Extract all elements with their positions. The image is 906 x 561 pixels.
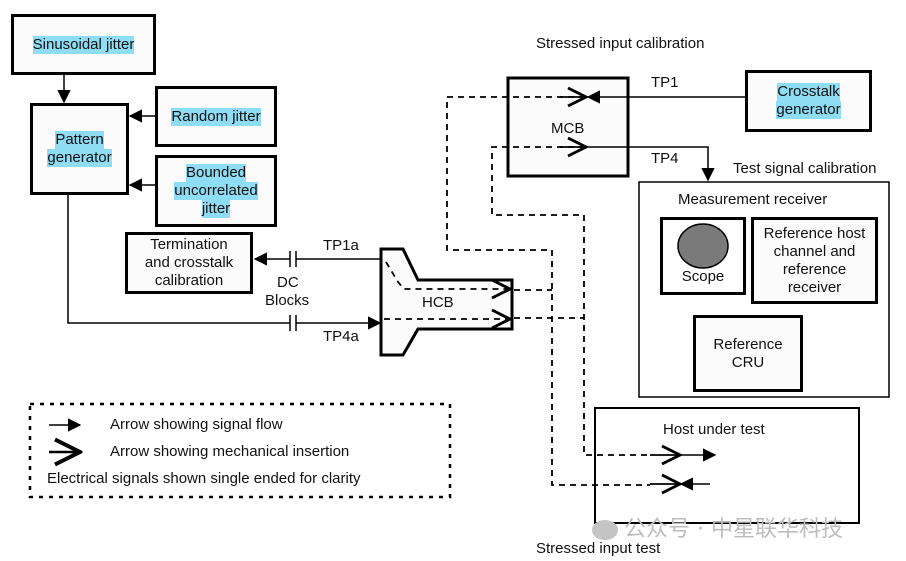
ref-host-label-2: channel and xyxy=(773,242,856,260)
ref-host-label-3: reference xyxy=(782,260,847,278)
termination-label-1: Termination xyxy=(150,236,228,253)
sinusoidal-jitter-label: Sinusoidal jitter xyxy=(32,35,135,54)
hcb-label: HCB xyxy=(422,294,454,311)
scope-icon xyxy=(677,223,729,269)
dc-blocks-label-1: DC xyxy=(277,274,299,291)
bounded-label-2: uncorrelated xyxy=(174,182,258,200)
random-jitter-label: Random jitter xyxy=(171,107,261,126)
tp4a-label: TP4a xyxy=(323,328,359,345)
crosstalk-label-2: generator xyxy=(776,101,841,119)
line-pattern-to-tp4a xyxy=(67,193,290,324)
host-under-test-label: Host under test xyxy=(663,421,765,438)
pattern-generator-block: Pattern generator xyxy=(30,103,129,195)
tp4-label: TP4 xyxy=(651,150,679,167)
ref-host-label-1: Reference host xyxy=(763,224,866,242)
legend-signal-flow-label: Arrow showing signal flow xyxy=(110,416,283,433)
legend-note-label: Electrical signals shown single ended fo… xyxy=(47,470,361,487)
test-signal-calibration-label: Test signal calibration xyxy=(733,160,877,177)
bounded-label-1: Bounded xyxy=(185,164,247,182)
scope-block: Scope xyxy=(660,217,746,295)
random-jitter-block: Random jitter xyxy=(155,86,277,147)
measurement-receiver-label: Measurement receiver xyxy=(678,191,828,208)
mech-path-mcb-top xyxy=(446,96,650,486)
watermark-text: 公众号 · 中星联华科技 xyxy=(624,517,843,542)
dc-blocks-label-2: Blocks xyxy=(265,292,310,309)
bounded-label-3: jitter xyxy=(201,200,231,218)
reference-host-channel-block: Reference host channel and reference rec… xyxy=(751,217,878,304)
host-under-test-box xyxy=(594,407,860,524)
termination-label-3: calibration xyxy=(154,272,224,289)
legend-box xyxy=(28,402,452,499)
scope-label: Scope xyxy=(681,268,725,285)
termination-label-2: and crosstalk xyxy=(144,254,234,271)
stressed-input-test-label: Stressed input test xyxy=(536,540,661,557)
legend-mechanical-insertion-label: Arrow showing mechanical insertion xyxy=(110,443,350,460)
bounded-uncorrelated-jitter-block: Bounded uncorrelated jitter xyxy=(155,155,277,227)
pattern-generator-label-2: generator xyxy=(47,149,112,167)
crosstalk-label-1: Crosstalk xyxy=(777,83,840,101)
ref-cru-label-2: CRU xyxy=(731,353,765,371)
wechat-icon xyxy=(592,520,618,540)
sinusoidal-jitter-block: Sinusoidal jitter xyxy=(11,14,156,75)
hcb-inner-path-top xyxy=(385,261,510,289)
watermark: 公众号 · 中星联华科技 xyxy=(592,511,843,543)
mech-path-mcb-bottom xyxy=(491,146,650,456)
pattern-generator-label-1: Pattern xyxy=(55,131,104,149)
mcb-label: MCB xyxy=(551,120,585,137)
tp1a-label: TP1a xyxy=(323,237,359,254)
reference-cru-block: Reference CRU xyxy=(693,315,803,392)
termination-crosstalk-calibration-block: Termination and crosstalk calibration xyxy=(125,232,253,294)
measurement-receiver-box xyxy=(638,181,890,398)
line-mcb-tp4-to-receiver xyxy=(586,146,715,182)
tp1-label: TP1 xyxy=(651,74,679,91)
ref-cru-label-1: Reference xyxy=(713,335,783,353)
ref-host-label-4: receiver xyxy=(787,278,842,296)
stressed-input-calibration-label: Stressed input calibration xyxy=(536,35,705,52)
crosstalk-generator-block: Crosstalk generator xyxy=(745,70,872,132)
hcb-board xyxy=(379,247,514,357)
